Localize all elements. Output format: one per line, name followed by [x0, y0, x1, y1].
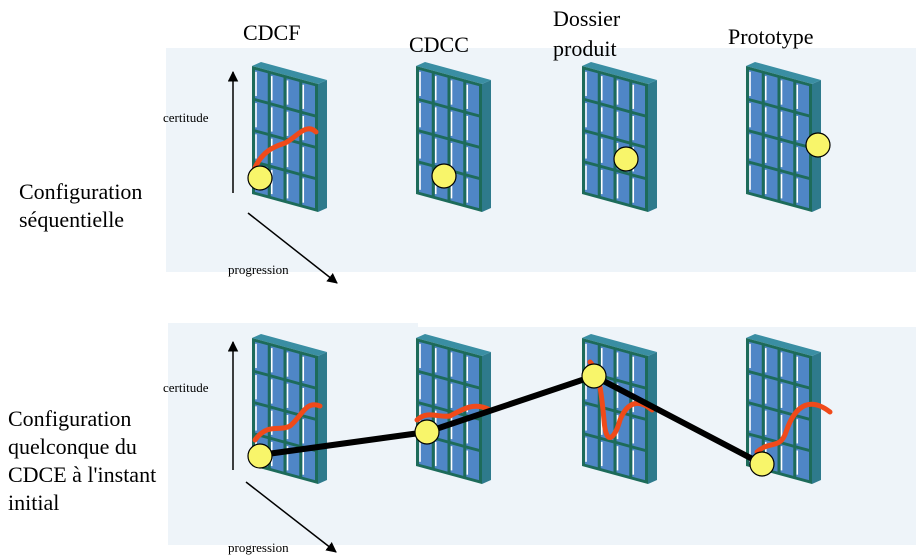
- progression-arrow-row-1: [247, 212, 338, 284]
- node-row-1-cdcf: [247, 165, 273, 191]
- node-row-1-cdcc: [431, 163, 457, 189]
- column-title-dossier: Dossier produit: [553, 6, 621, 61]
- node-row-2-cdcf: [247, 443, 273, 469]
- curve-row-2-prototype: [754, 401, 833, 455]
- column-title-cdcf: CDCF: [243, 20, 301, 45]
- progression-label-row-1: progression: [228, 262, 289, 277]
- row-title-arbitrary: Configuration quelconque du CDCE à l'ins…: [8, 406, 157, 515]
- configuration-path: [259, 373, 764, 467]
- node-row-1-prototype: [805, 132, 831, 158]
- curve-row-2-dossier: [587, 359, 655, 440]
- curve-row-2-cdcf: [252, 402, 323, 443]
- grid-panel-row-2-cdcf: [252, 334, 327, 484]
- node-row-1-dossier: [613, 146, 639, 172]
- grid-panel-row-1-cdcc: [416, 62, 491, 212]
- column-title-cdcc: CDCC: [409, 32, 469, 57]
- progression-arrow-row-2: [245, 481, 337, 553]
- node-row-2-cdcc: [414, 419, 440, 445]
- panel-row-2-b: [418, 327, 916, 545]
- node-row-2-dossier: [581, 363, 607, 389]
- progression-label-row-2: progression: [228, 540, 289, 555]
- grid-panel-row-2-dossier: [582, 334, 657, 484]
- curve-row-2-cdcc: [414, 403, 493, 423]
- grid-panel-row-1-dossier: [582, 62, 657, 212]
- certitude-label-row-1: certitude: [163, 110, 209, 125]
- certitude-label-row-2: certitude: [163, 380, 209, 395]
- grid-panel-row-1-prototype: [746, 62, 821, 212]
- column-title-prototype: Prototype: [728, 24, 814, 49]
- node-row-2-prototype: [749, 451, 775, 477]
- curve-row-1-cdcf: [251, 126, 319, 173]
- row-title-sequential: Configuration séquentielle: [19, 179, 143, 232]
